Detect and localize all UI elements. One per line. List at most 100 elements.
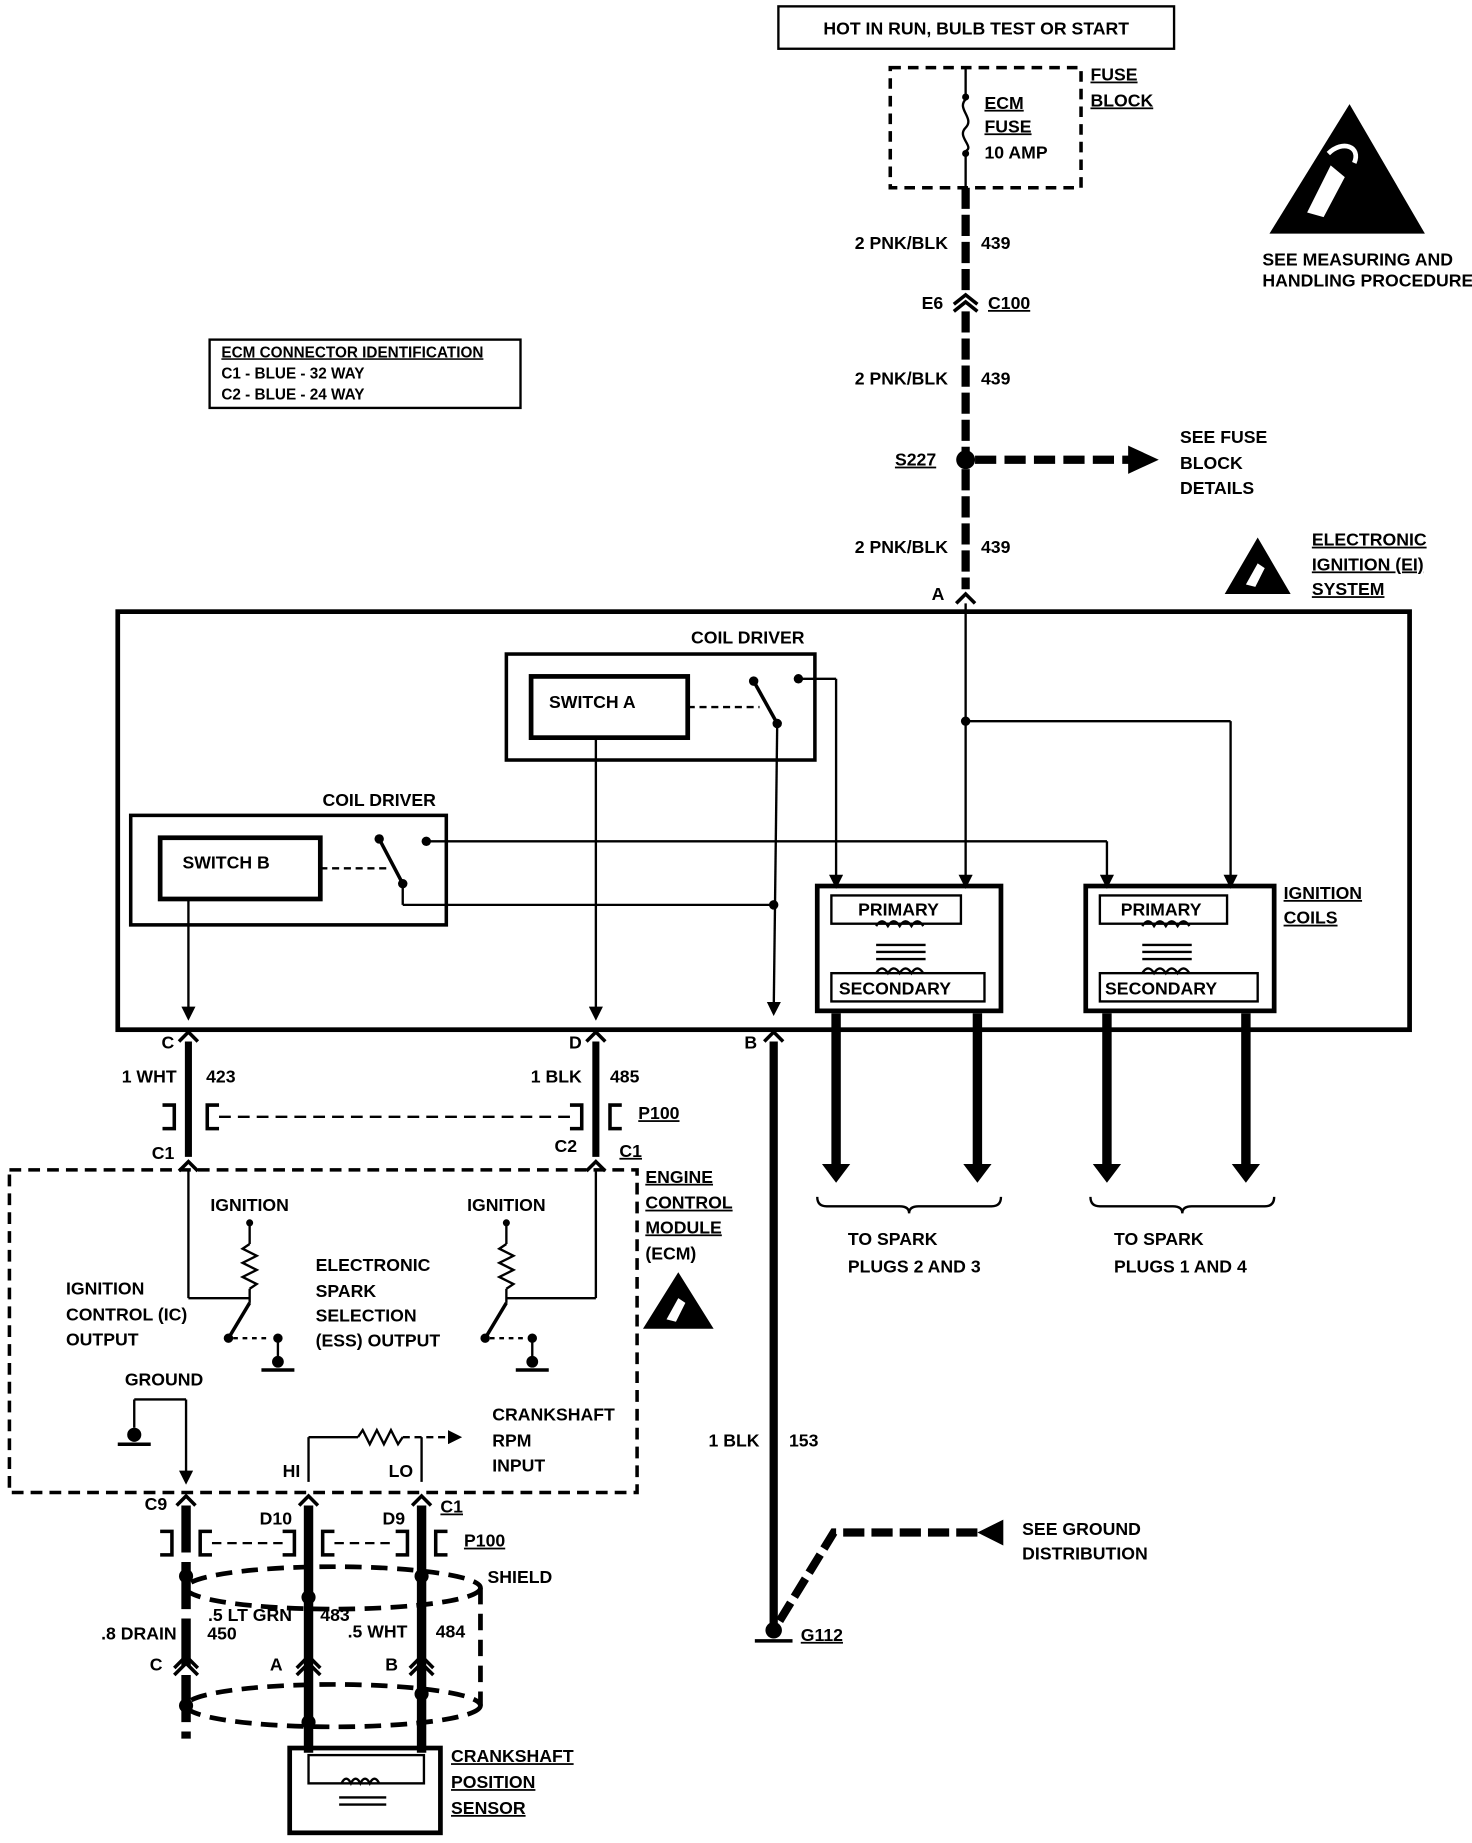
rpm-resistor bbox=[357, 1427, 404, 1447]
ic-switch bbox=[226, 1301, 252, 1340]
wire-423-circuit: 423 bbox=[206, 1067, 236, 1087]
ckp-coil bbox=[340, 1777, 381, 1786]
ground-distribution-arrow bbox=[977, 1519, 1004, 1546]
ecm-label-1: ENGINE bbox=[645, 1167, 713, 1187]
spark-23-label-1: TO SPARK bbox=[848, 1229, 938, 1249]
ess-resistor bbox=[496, 1243, 517, 1290]
coil-driver-b-box bbox=[128, 813, 449, 927]
ckp-label-3: SENSOR bbox=[451, 1798, 526, 1818]
ess-output-1: ELECTRONIC bbox=[316, 1255, 431, 1275]
d10-label: D10 bbox=[260, 1508, 293, 1528]
switch-b-label: SWITCH B bbox=[182, 852, 269, 872]
esd-warning-icon-ei bbox=[1224, 537, 1291, 594]
coil-1-primary: PRIMARY bbox=[858, 899, 939, 919]
power-source-label: HOT IN RUN, BULB TEST OR START bbox=[823, 19, 1129, 39]
pin-b-label: B bbox=[744, 1033, 757, 1053]
fuse-block-label-1: FUSE bbox=[1090, 65, 1137, 85]
d9-label: D9 bbox=[383, 1508, 406, 1528]
ei-system-label-2: IGNITION (EI) bbox=[1312, 554, 1424, 574]
wire-485-circuit: 485 bbox=[610, 1067, 640, 1087]
ess-output-2: SPARK bbox=[316, 1281, 377, 1301]
ignition-coils-label-1: IGNITION bbox=[1284, 883, 1362, 903]
c100-label: C100 bbox=[988, 293, 1030, 313]
c1-label-left: C1 bbox=[152, 1143, 175, 1163]
wire-439-circuit-3: 439 bbox=[981, 537, 1011, 557]
wire-439-gauge-2: 2 PNK/BLK bbox=[855, 368, 948, 388]
p100-lower-label: P100 bbox=[464, 1531, 505, 1551]
connector-c100 bbox=[952, 292, 979, 313]
wire-483-circuit: 483 bbox=[320, 1605, 350, 1625]
ecm-conn-c1: C1 - BLUE - 32 WAY bbox=[221, 365, 364, 382]
c9-label: C9 bbox=[145, 1494, 168, 1514]
ecm-ground-icon bbox=[117, 1427, 151, 1446]
ecm-label-4: (ECM) bbox=[645, 1243, 696, 1263]
fuse-block-outline bbox=[888, 65, 1083, 190]
ecm-label-3: MODULE bbox=[645, 1217, 722, 1237]
ecm-box bbox=[7, 1168, 639, 1495]
fuse-details-1: SEE FUSE bbox=[1180, 427, 1268, 447]
ess-switch bbox=[483, 1301, 508, 1340]
sensor-pin-c: C bbox=[150, 1654, 163, 1674]
fuse-details-2: BLOCK bbox=[1180, 453, 1243, 473]
connector-p100-upper bbox=[162, 1103, 622, 1131]
ecm-conn-title: ECM CONNECTOR IDENTIFICATION bbox=[221, 344, 483, 361]
spark-14-label-2: PLUGS 1 AND 4 bbox=[1114, 1256, 1247, 1276]
c1-label-right: C1 bbox=[619, 1141, 642, 1161]
ground-dist-2: DISTRIBUTION bbox=[1022, 1544, 1148, 1564]
crank-rpm-1: CRANKSHAFT bbox=[492, 1405, 615, 1425]
drain-circuit: 450 bbox=[207, 1624, 237, 1644]
hi-label: HI bbox=[283, 1461, 301, 1481]
ess-ground-icon bbox=[515, 1355, 549, 1372]
fuse-label-1: ECM bbox=[984, 93, 1023, 113]
ic-ground-icon bbox=[261, 1355, 295, 1372]
ecm-conn-c2: C2 - BLUE - 24 WAY bbox=[221, 387, 364, 404]
fuse-symbol bbox=[961, 98, 970, 153]
shield-top bbox=[183, 1564, 483, 1612]
ground-distribution-wire bbox=[776, 1528, 978, 1624]
pin-d-label: D bbox=[569, 1033, 582, 1053]
ecm-label-2: CONTROL bbox=[645, 1193, 733, 1213]
c1-lower-label: C1 bbox=[440, 1497, 463, 1517]
pin-c-label: C bbox=[162, 1033, 175, 1053]
fuse-label-2: FUSE bbox=[984, 116, 1031, 136]
shield-label: SHIELD bbox=[488, 1567, 553, 1587]
coil-2-primary: PRIMARY bbox=[1121, 899, 1202, 919]
shield-bottom bbox=[183, 1682, 483, 1730]
g112-ground-icon bbox=[754, 1622, 793, 1643]
coil-1-secondary: SECONDARY bbox=[839, 978, 951, 998]
coil-driver-b-label: COIL DRIVER bbox=[322, 790, 436, 810]
drain-gauge: .8 DRAIN bbox=[101, 1624, 177, 1644]
p100-upper-label: P100 bbox=[638, 1103, 679, 1123]
c2-label: C2 bbox=[554, 1136, 577, 1156]
wire-484-circuit: 484 bbox=[436, 1621, 466, 1641]
esd-note-1: SEE MEASURING AND bbox=[1262, 249, 1453, 269]
ic-resistor bbox=[239, 1243, 260, 1290]
wire-439-gauge-3: 2 PNK/BLK bbox=[855, 537, 948, 557]
wire-439-circuit-1: 439 bbox=[981, 233, 1011, 253]
s227-label: S227 bbox=[895, 450, 936, 470]
wire-439-circuit-2: 439 bbox=[981, 368, 1011, 388]
g112-label: G112 bbox=[801, 1625, 843, 1645]
esd-warning-icon bbox=[1269, 104, 1425, 234]
ckp-label-1: CRANKSHAFT bbox=[451, 1746, 574, 1766]
wire-484-gauge: .5 WHT bbox=[348, 1621, 408, 1641]
spark-23-label-2: PLUGS 2 AND 3 bbox=[848, 1256, 981, 1276]
coil-driver-a-box bbox=[504, 652, 817, 762]
fuse-label-3: 10 AMP bbox=[984, 142, 1047, 162]
crank-rpm-2: RPM bbox=[492, 1431, 531, 1451]
sensor-pin-a: A bbox=[270, 1654, 283, 1674]
wire-423-gauge: 1 WHT bbox=[122, 1067, 177, 1087]
ic-output-1: IGNITION bbox=[66, 1279, 144, 1299]
splice-s227 bbox=[956, 450, 976, 470]
ground-dist-1: SEE GROUND bbox=[1022, 1519, 1141, 1539]
fuse-block-label-2: BLOCK bbox=[1090, 90, 1153, 110]
wire-485-gauge: 1 BLK bbox=[531, 1067, 582, 1087]
esd-note-2: HANDLING PROCEDURES bbox=[1262, 271, 1472, 291]
ground-label: GROUND bbox=[125, 1369, 204, 1389]
ei-system-label-3: SYSTEM bbox=[1312, 579, 1385, 599]
ignition-label-ess: IGNITION bbox=[467, 1195, 545, 1215]
coil-driver-a-label: COIL DRIVER bbox=[691, 627, 805, 647]
sensor-pin-b: B bbox=[385, 1654, 398, 1674]
